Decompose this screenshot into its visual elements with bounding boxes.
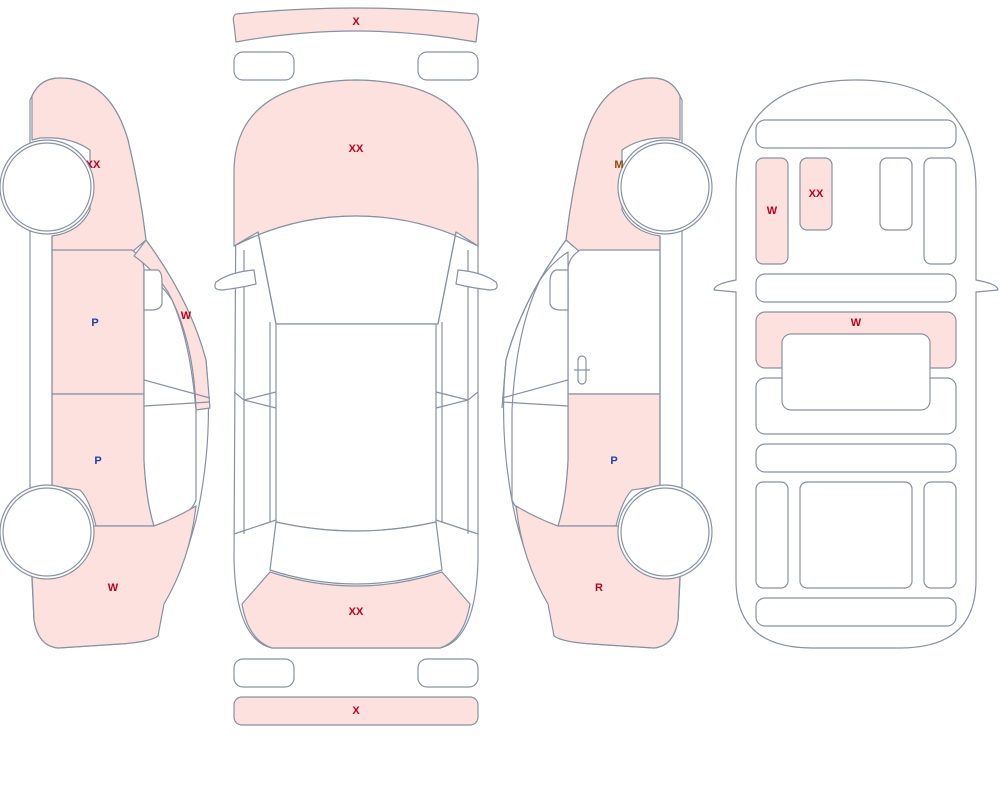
right-window-glass[interactable] — [511, 251, 569, 527]
left-mirror-top[interactable] — [214, 269, 257, 291]
underbody-rear-right-rail[interactable] — [923, 481, 957, 589]
left-side-mirror[interactable] — [143, 269, 163, 311]
windshield[interactable] — [233, 215, 479, 325]
left-front-fender-panel[interactable] — [31, 77, 147, 253]
rear-bumper-panel[interactable] — [233, 696, 479, 726]
left-rear-wheel[interactable] — [2, 487, 92, 577]
underbody-rear-panel[interactable] — [755, 597, 957, 627]
right-headlight[interactable] — [417, 51, 479, 81]
right-rear-quarter-code: R — [595, 582, 603, 594]
underbody-right-member[interactable] — [879, 157, 913, 231]
underbody-left-rail-code: W — [767, 205, 778, 217]
left-rear-door-code: P — [94, 455, 101, 467]
rear-bumper-code: X — [352, 705, 360, 717]
top-view: X XX XX — [214, 7, 498, 726]
front-bumper-panel[interactable] — [232, 7, 480, 43]
right-taillight[interactable] — [417, 658, 479, 688]
roof-panel[interactable] — [275, 323, 437, 532]
left-headlight[interactable] — [233, 51, 295, 81]
right-front-wheel[interactable] — [620, 142, 710, 232]
right-side-view — [501, 77, 713, 649]
left-window-glass[interactable] — [143, 271, 197, 527]
underbody-spare-well[interactable] — [799, 481, 913, 589]
underbody-view: W XX W — [713, 79, 999, 649]
underbody-crossmember-code: W — [851, 317, 862, 329]
trunk-lid-code: XX — [349, 606, 364, 618]
underbody-rear-left-rail[interactable] — [755, 481, 789, 589]
underbody-front-member-code: XX — [809, 188, 824, 200]
right-rear-door-code: P — [610, 455, 617, 467]
trunk-lid-panel[interactable] — [241, 571, 471, 649]
left-side-view: XX P P W W — [0, 77, 211, 649]
underbody-mid-crossmember[interactable] — [755, 273, 957, 303]
left-front-door-code: P — [91, 317, 98, 329]
left-rear-quarter-code: W — [108, 582, 119, 594]
right-side-mirror[interactable] — [549, 269, 569, 311]
right-rear-wheel[interactable] — [620, 487, 710, 577]
hood-code: XX — [349, 143, 364, 155]
rear-window[interactable] — [269, 521, 443, 585]
left-front-wheel[interactable] — [2, 142, 92, 232]
underbody-center-tunnel[interactable] — [781, 333, 931, 411]
underbody-front-crossmember[interactable] — [755, 119, 957, 149]
right-front-fender-panel[interactable] — [565, 77, 681, 253]
underbody-right-rail[interactable] — [923, 157, 957, 265]
underbody-left-rail-panel[interactable] — [755, 157, 789, 265]
front-bumper-code: X — [352, 16, 360, 28]
right-mirror-top[interactable] — [455, 269, 498, 291]
underbody-front-member-panel[interactable] — [799, 157, 833, 231]
right-front-fender-code: M — [614, 159, 623, 171]
underbody-rear-crossmember[interactable] — [755, 443, 957, 473]
left-taillight[interactable] — [233, 658, 295, 688]
left-windshield-pillar-code: W — [181, 310, 192, 322]
